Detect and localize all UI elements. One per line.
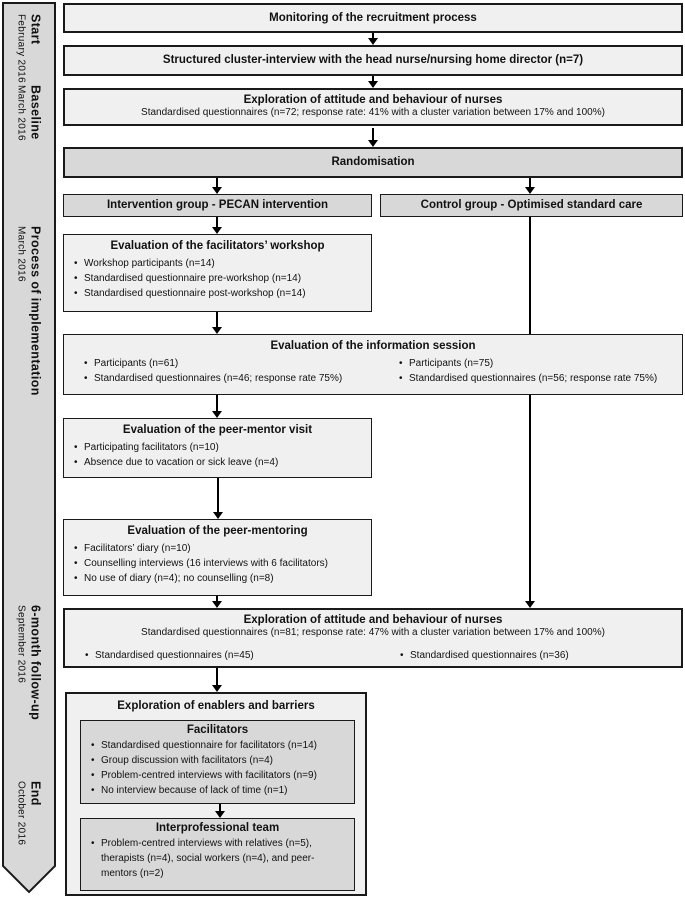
- timeline-phase-date: March 2016: [15, 85, 27, 141]
- arrow-randomisation-to-intervention: [212, 178, 222, 194]
- bullet: Counselling interviews (16 interviews wi…: [74, 556, 367, 571]
- enablers-title: Exploration of enablers and barriers: [117, 700, 315, 712]
- timeline-section-followup: 6-month follow-up September 2016: [2, 605, 56, 720]
- arrow-randomisation-to-control: [525, 178, 535, 194]
- baseline-exploration-subtitle: Standardised questionnaires (n=72; respo…: [141, 107, 605, 118]
- randomisation-box: Randomisation: [63, 147, 683, 178]
- monitoring-title: Monitoring of the recruitment process: [269, 11, 477, 24]
- timeline-phase-label: 6-month follow-up: [28, 605, 43, 721]
- bullet: Standardised questionnaires (n=46; respo…: [84, 371, 384, 386]
- bullet: Problem-centred interviews with facilita…: [91, 768, 350, 783]
- bullet: Participants (n=61): [84, 356, 384, 371]
- timeline-section-end: End October 2016: [2, 781, 56, 845]
- info-session-box: Evaluation of the information session Pa…: [63, 334, 683, 395]
- timeline-phase-label: Baseline: [28, 85, 43, 140]
- arrow-info-session-to-visit: [212, 395, 222, 418]
- timeline-section-start-text: Start February 2016: [16, 14, 43, 83]
- timeline-phase-label: Process of implementation: [28, 226, 43, 396]
- followup-exploration-title: Exploration of attitude and behaviour of…: [243, 614, 503, 626]
- bullet: Participants (n=75): [399, 356, 685, 371]
- bullet: Participating facilitators (n=10): [74, 440, 367, 455]
- arrow-monitoring-to-interview: [368, 33, 378, 45]
- info-session-left-bullets: Participants (n=61) Standardised questio…: [74, 356, 388, 386]
- cluster-interview-box: Structured cluster-interview with the he…: [63, 45, 683, 76]
- arrow-followup-to-enablers: [212, 668, 222, 692]
- bullet: Standardised questionnaires (n=56; respo…: [399, 371, 685, 386]
- timeline-section-baseline: Baseline March 2016: [2, 85, 56, 141]
- bullet: Standardised questionnaire post-workshop…: [74, 286, 367, 301]
- interprofessional-box: Interprofessional team Problem-centred i…: [80, 818, 355, 891]
- timeline-banner: Start February 2016 Baseline March 2016 …: [2, 2, 56, 895]
- timeline-phase-label: Start: [28, 14, 43, 45]
- arrow-intervention-to-workshop: [212, 217, 222, 234]
- peer-mentor-visit-bullets: Participating facilitators (n=10) Absenc…: [64, 440, 371, 470]
- interprofessional-title: Interprofessional team: [155, 822, 280, 834]
- facilitators-title: Facilitators: [186, 724, 249, 736]
- control-group-line: [525, 217, 535, 608]
- peer-mentoring-box: Evaluation of the peer-mentoring Facilit…: [63, 519, 372, 596]
- baseline-exploration-box: Exploration of attitude and behaviour of…: [63, 88, 683, 126]
- timeline-section-followup-text: 6-month follow-up September 2016: [16, 605, 43, 720]
- followup-right-bullets: Standardised questionnaires (n=36): [390, 648, 685, 663]
- timeline-section-implementation: Process of implementation March 2016: [2, 226, 56, 396]
- peer-mentoring-title: Evaluation of the peer-mentoring: [127, 525, 308, 537]
- peer-mentor-visit-box: Evaluation of the peer-mentor visit Part…: [63, 418, 372, 478]
- info-session-right-bullets: Participants (n=75) Standardised questio…: [389, 356, 685, 386]
- followup-exploration-subtitle: Standardised questionnaires (n=81; respo…: [141, 627, 605, 638]
- peer-mentor-visit-title: Evaluation of the peer-mentor visit: [122, 424, 313, 436]
- control-group-title: Control group - Optimised standard care: [420, 199, 643, 211]
- interprofessional-bullets: Problem-centred interviews with relative…: [81, 836, 354, 881]
- timeline-banner-shape: [2, 2, 56, 894]
- bullet: Standardised questionnaire pre-workshop …: [74, 271, 367, 286]
- facilitators-bullets: Standardised questionnaire for facilitat…: [81, 738, 354, 798]
- timeline-phase-date: March 2016: [15, 226, 27, 282]
- facilitators-box: Facilitators Standardised questionnaire …: [80, 720, 355, 804]
- cluster-interview-title: Structured cluster-interview with the he…: [162, 54, 584, 66]
- followup-left-bullets: Standardised questionnaires (n=45): [75, 648, 389, 663]
- timeline-phase-date: October 2016: [15, 781, 27, 846]
- arrow-exploration-to-randomisation: [368, 128, 378, 147]
- bullet: Problem-centred interviews with relative…: [91, 836, 344, 881]
- intervention-group-box: Intervention group - PECAN intervention: [63, 194, 372, 217]
- bullet: No use of diary (n=4); no counselling (n…: [74, 571, 367, 586]
- bullet: Facilitators’ diary (n=10): [74, 541, 367, 556]
- monitoring-box: Monitoring of the recruitment process: [63, 3, 683, 33]
- arrow-interview-to-exploration: [368, 76, 378, 88]
- enablers-box: Exploration of enablers and barriers Fac…: [65, 692, 367, 896]
- arrow-peer-mentoring-to-followup: [212, 596, 222, 608]
- bullet: Standardised questionnaires (n=36): [400, 648, 685, 663]
- timeline-phase-date: February 2016: [15, 14, 27, 83]
- arrow-workshop-to-info-session: [212, 312, 222, 334]
- timeline-phase-label: End: [28, 781, 43, 806]
- bullet: Absence due to vacation or sick leave (n…: [74, 455, 367, 470]
- workshop-box: Evaluation of the facilitators’ workshop…: [63, 234, 372, 312]
- bullet: Standardised questionnaires (n=45): [85, 648, 385, 663]
- bullet: Standardised questionnaire for facilitat…: [91, 738, 350, 753]
- timeline-section-implementation-text: Process of implementation March 2016: [16, 226, 43, 396]
- randomisation-title: Randomisation: [331, 156, 415, 168]
- peer-mentoring-bullets: Facilitators’ diary (n=10) Counselling i…: [64, 541, 371, 586]
- followup-exploration-box: Exploration of attitude and behaviour of…: [63, 608, 683, 668]
- info-session-title: Evaluation of the information session: [270, 340, 476, 352]
- bullet: Group discussion with facilitators (n=4): [91, 753, 350, 768]
- timeline-phase-date: September 2016: [15, 605, 27, 684]
- arrow-visit-to-peer-mentoring: [213, 478, 223, 519]
- bullet: No interview because of lack of time (n=…: [91, 783, 350, 798]
- timeline-section-start: Start February 2016: [2, 14, 56, 83]
- workshop-title: Evaluation of the facilitators’ workshop: [110, 240, 325, 252]
- control-group-box: Control group - Optimised standard care: [380, 194, 683, 217]
- timeline-section-baseline-text: Baseline March 2016: [16, 85, 43, 141]
- timeline-section-end-text: End October 2016: [16, 781, 43, 845]
- intervention-group-title: Intervention group - PECAN intervention: [106, 199, 329, 211]
- bullet: Workshop participants (n=14): [74, 256, 367, 271]
- workshop-bullets: Workshop participants (n=14) Standardise…: [64, 256, 371, 301]
- baseline-exploration-title: Exploration of attitude and behaviour of…: [243, 94, 503, 106]
- arrow-facilitators-to-interprofessional: [215, 804, 225, 818]
